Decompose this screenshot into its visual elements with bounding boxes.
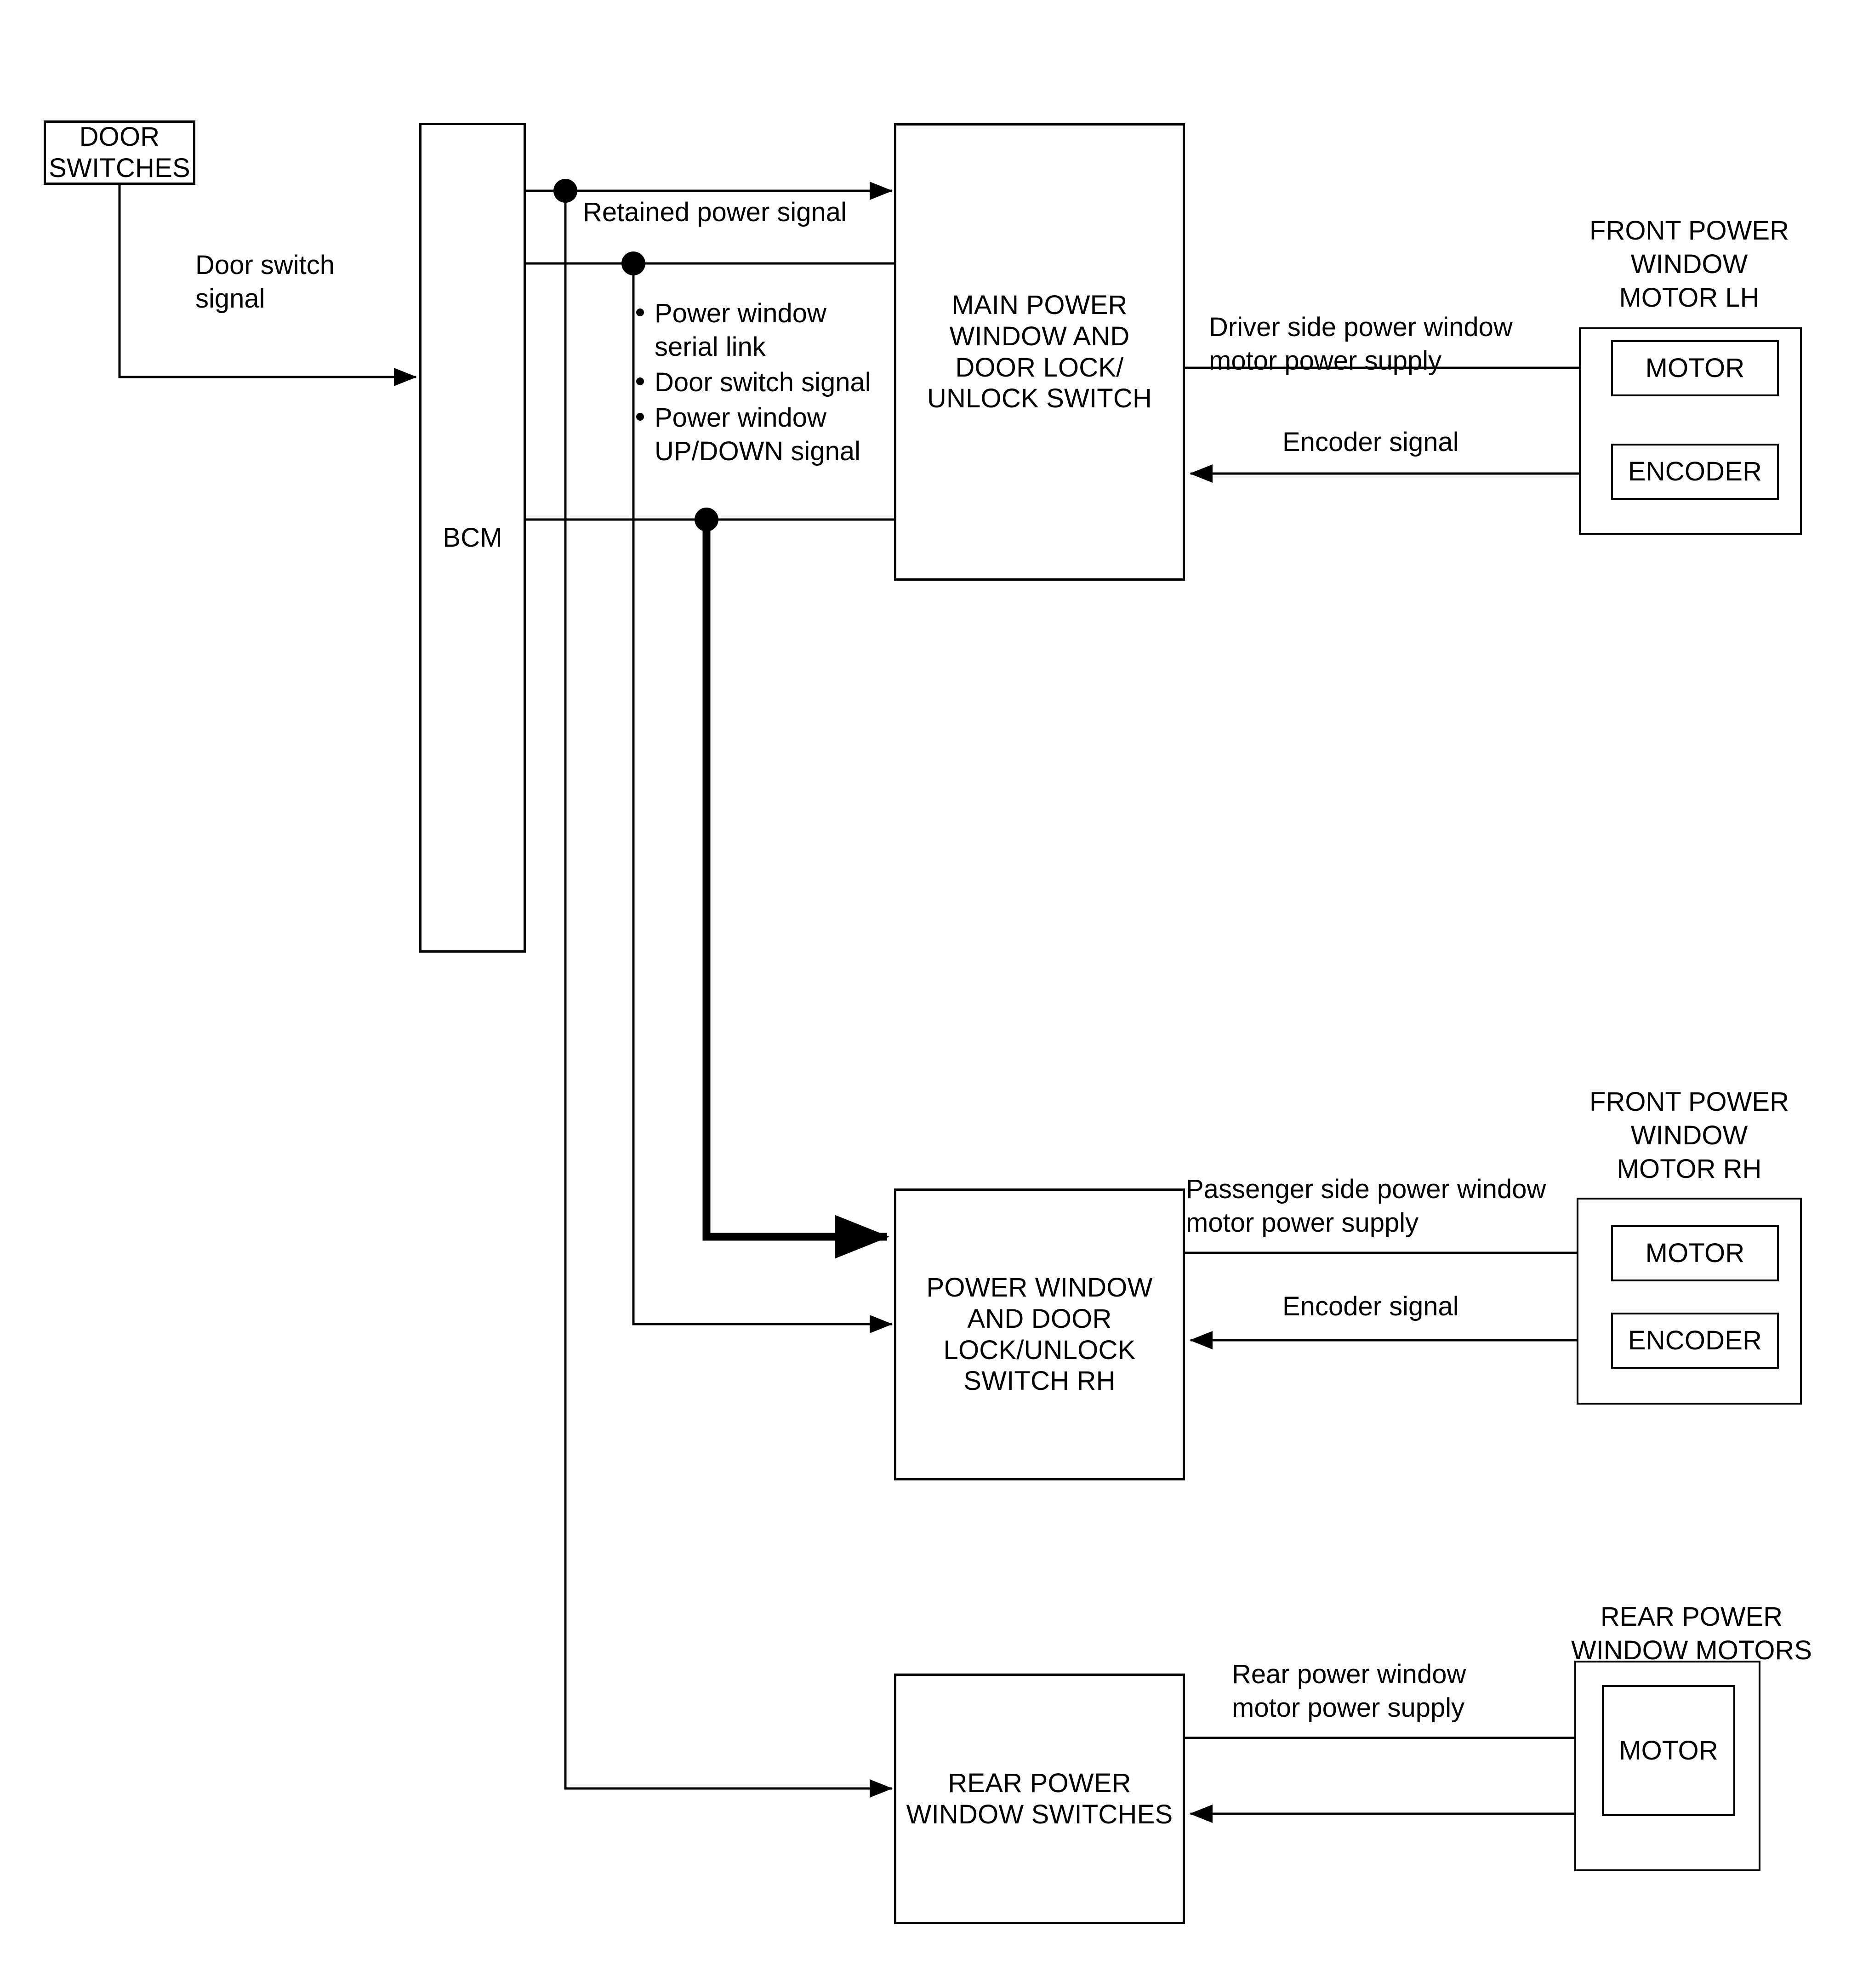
encoder-signal-rh-label: Encoder signal <box>1282 1291 1459 1321</box>
junction-dot-3 <box>695 508 718 531</box>
passenger-supply-label: Passenger side power window motor power … <box>1186 1174 1546 1238</box>
rh-power-window-switch-box[interactable]: POWER WINDOW AND DOOR LOCK/UNLOCK SWITCH… <box>894 1188 1185 1480</box>
rear-power-window-switches-box[interactable]: REAR POWER WINDOW SWITCHES <box>894 1674 1185 1924</box>
encoder-signal-lh-label: Encoder signal <box>1282 427 1459 457</box>
front-motor-lh-encoder-label: ENCODER <box>1628 457 1762 487</box>
main-power-window-switch-box[interactable]: MAIN POWER WINDOW AND DOOR LOCK/ UNLOCK … <box>894 123 1185 581</box>
front-motor-lh-motor-box[interactable]: MOTOR <box>1611 340 1779 396</box>
driver-supply-label: Driver side power window motor power sup… <box>1209 312 1513 376</box>
front-motor-rh-motor-label: MOTOR <box>1645 1238 1745 1268</box>
front-motor-lh-encoder-box[interactable]: ENCODER <box>1611 444 1779 500</box>
junction-dot-1 <box>553 179 577 203</box>
front-motor-rh-motor-box[interactable]: MOTOR <box>1611 1225 1779 1281</box>
wire-thick-bus-to-rh-switch <box>702 520 890 1259</box>
wire-door-switch-signal <box>118 184 417 386</box>
front-motor-lh-motor-label: MOTOR <box>1645 353 1745 383</box>
rear-motors-motor-box[interactable]: MOTOR <box>1602 1685 1735 1816</box>
rh-power-window-switch-label: POWER WINDOW AND DOOR LOCK/UNLOCK SWITCH… <box>926 1272 1153 1396</box>
serial-bullet-item: Power window UP/DOWN signal <box>633 401 909 468</box>
rear-supply-label: Rear power window motor power supply <box>1232 1659 1466 1723</box>
bcm-label: BCM <box>443 522 502 553</box>
junction-dot-2 <box>621 251 645 275</box>
rear-power-window-switches-label: REAR POWER WINDOW SWITCHES <box>906 1768 1173 1829</box>
front-motor-rh-title: FRONT POWER WINDOW MOTOR RH <box>1589 1087 1789 1184</box>
front-motor-rh-encoder-label: ENCODER <box>1628 1325 1762 1356</box>
serial-bullet-item: Power window serial link <box>633 297 909 364</box>
door-switches-label: DOOR SWITCHES <box>49 122 190 183</box>
retained-power-signal-label: Retained power signal <box>583 197 847 227</box>
wire-to-rh-switch-serial <box>632 263 893 1333</box>
door-switch-signal-label: Door switch signal <box>195 250 335 314</box>
serial-signal-bullet-list: Power window serial link Door switch sig… <box>633 297 909 470</box>
door-switches-box[interactable]: DOOR SWITCHES <box>44 120 195 185</box>
bcm-box[interactable]: BCM <box>419 123 526 953</box>
main-power-window-switch-label: MAIN POWER WINDOW AND DOOR LOCK/ UNLOCK … <box>927 290 1152 414</box>
rear-motors-motor-label: MOTOR <box>1619 1735 1718 1765</box>
serial-bullet-item: Door switch signal <box>633 366 909 399</box>
junction-dots <box>553 179 718 531</box>
front-motor-lh-title: FRONT POWER WINDOW MOTOR LH <box>1589 216 1789 313</box>
rear-motors-title: REAR POWER WINDOW MOTORS <box>1571 1602 1812 1666</box>
wire-to-rear-switches <box>564 191 893 1798</box>
front-motor-rh-encoder-box[interactable]: ENCODER <box>1611 1313 1779 1369</box>
